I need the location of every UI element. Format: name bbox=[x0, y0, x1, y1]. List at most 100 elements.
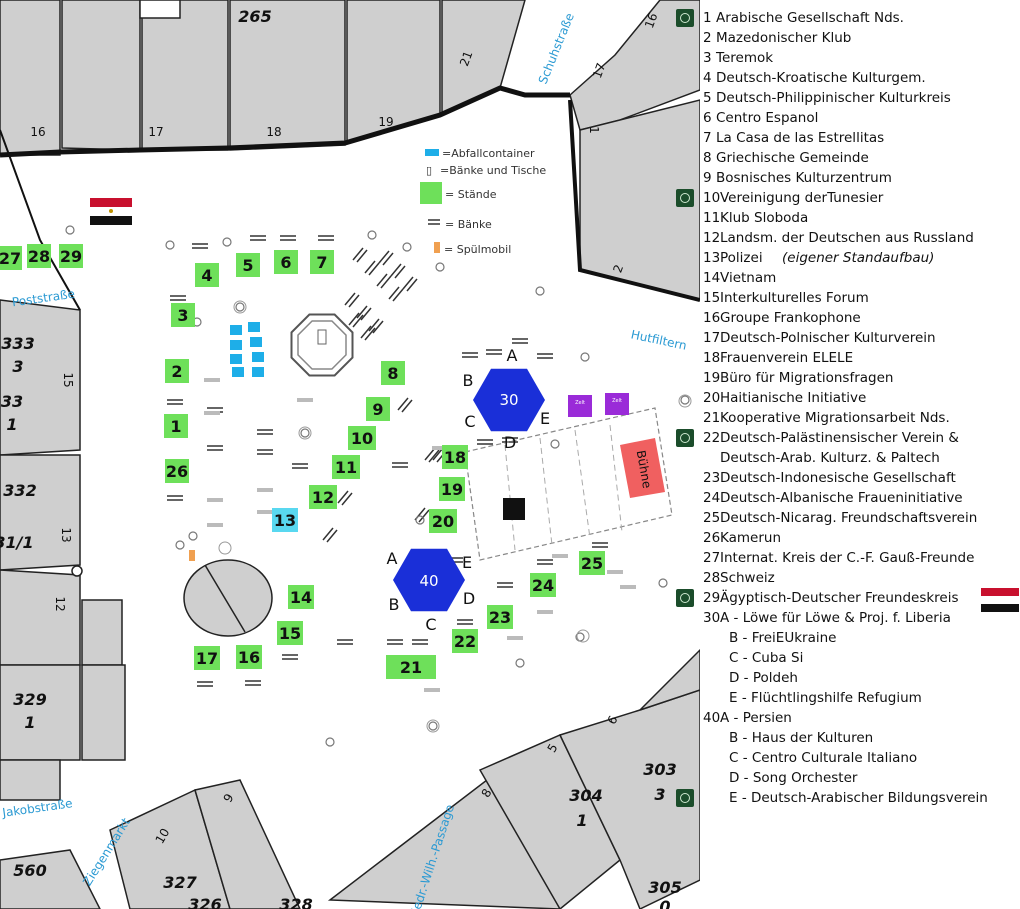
bench-table bbox=[348, 294, 360, 308]
bench-table bbox=[352, 247, 364, 261]
legend-text: Deutsch-Albanische Fraueninitiative bbox=[720, 490, 963, 506]
bench-table bbox=[428, 449, 440, 463]
legend-row: D - Poldeh bbox=[700, 668, 1020, 688]
stand-11 bbox=[332, 455, 360, 479]
legend-number: 20 bbox=[703, 390, 721, 406]
buildings bbox=[0, 0, 700, 909]
hexagon-letter: C bbox=[425, 615, 436, 634]
stand-label: 26 bbox=[166, 462, 188, 481]
mosque-icon bbox=[676, 9, 694, 27]
tree bbox=[325, 737, 335, 747]
stand-21 bbox=[386, 655, 436, 679]
flag-stripe bbox=[90, 198, 132, 207]
building bbox=[0, 849, 101, 909]
stand-label: 25 bbox=[581, 554, 603, 573]
flag-stripe bbox=[90, 216, 132, 225]
legend-text: Bosnisches Kulturzentrum bbox=[716, 170, 892, 186]
tree bbox=[222, 237, 232, 247]
mosque-icon bbox=[676, 589, 694, 607]
legend-text: Internat. Kreis der C.-F. Gauß-Freunde bbox=[720, 550, 975, 566]
bench-table bbox=[394, 265, 406, 279]
stand-label: 17 bbox=[196, 649, 218, 668]
legend-number: 23 bbox=[703, 470, 721, 486]
bench bbox=[432, 446, 448, 450]
tent-area bbox=[609, 424, 623, 533]
building bbox=[109, 788, 231, 909]
legend-row: E - Deutsch-Arabischer Bildungsverein bbox=[676, 788, 1020, 808]
legend-text: Vietnam bbox=[720, 270, 777, 286]
tent-area bbox=[504, 444, 516, 551]
bench bbox=[297, 398, 313, 402]
legend-number: 3 bbox=[703, 50, 712, 66]
stand-16 bbox=[236, 645, 262, 669]
map-boundaries bbox=[0, 85, 700, 311]
stand-6 bbox=[274, 250, 298, 274]
legend-text: C - Cuba Si bbox=[729, 650, 804, 666]
legend-text: Vereinigung derTunesier bbox=[720, 190, 884, 206]
legend-number: 22 bbox=[703, 430, 721, 446]
bench bbox=[207, 498, 223, 502]
legend-text: Deutsch-Nicarag. Freundschaftsverein bbox=[720, 510, 978, 526]
map-furniture bbox=[35, 0, 692, 747]
tree bbox=[300, 428, 310, 438]
stand-2 bbox=[165, 359, 189, 383]
building-number: 16 bbox=[30, 125, 45, 139]
stand-7 bbox=[310, 250, 334, 274]
building-number: 1 bbox=[6, 415, 17, 434]
stand-13 bbox=[272, 508, 298, 532]
bench-table bbox=[326, 529, 338, 543]
stand-23 bbox=[487, 605, 513, 629]
building-number: 12 bbox=[53, 596, 67, 611]
legend-text: D - Poldeh bbox=[729, 670, 798, 686]
festival-map: 265161718192116171233333311533231/113123… bbox=[0, 0, 700, 909]
bench-table bbox=[364, 327, 376, 341]
key-label: ▯ bbox=[426, 164, 432, 177]
waste-container bbox=[230, 340, 242, 350]
tree bbox=[218, 541, 232, 555]
tree bbox=[426, 719, 440, 733]
legend-number: 15 bbox=[703, 290, 721, 306]
tree bbox=[165, 240, 175, 250]
hexagon-letter: D bbox=[504, 433, 516, 452]
stand-12 bbox=[309, 485, 337, 509]
purple-tent-label: Zelt bbox=[575, 400, 585, 406]
legend-text: B - FreiEUkraine bbox=[729, 630, 837, 646]
bench-table bbox=[322, 527, 334, 541]
bench-table bbox=[337, 490, 349, 504]
stand-label: 20 bbox=[432, 512, 454, 531]
legend-text: Büro für Migrationsfragen bbox=[720, 370, 894, 386]
waste-container bbox=[248, 322, 260, 332]
legend-text: Teremok bbox=[716, 50, 774, 66]
legend-number: 28 bbox=[703, 570, 721, 586]
legend-text: Kooperative Migrationsarbeit Nds. bbox=[720, 410, 950, 426]
legend-text: Polizei bbox=[720, 250, 763, 266]
bench bbox=[424, 688, 440, 692]
tree bbox=[188, 531, 198, 541]
stand-label: 24 bbox=[532, 576, 554, 595]
tree bbox=[233, 300, 247, 314]
building-number: 16 bbox=[642, 11, 660, 30]
stand-4 bbox=[195, 263, 219, 287]
bench bbox=[620, 585, 636, 589]
legend-number: 18 bbox=[703, 350, 721, 366]
building-number: 1 bbox=[576, 811, 587, 830]
bench-table bbox=[364, 260, 376, 274]
legend-text: Interkulturelles Forum bbox=[720, 290, 869, 306]
legend-text: B - Haus der Kulturen bbox=[729, 730, 874, 746]
tree bbox=[235, 302, 245, 312]
legend-text: Deutsch-Indonesische Gesellschaft bbox=[720, 470, 956, 486]
bench-table bbox=[360, 307, 372, 321]
egypt-flag bbox=[981, 588, 1019, 612]
legend-number: 7 bbox=[703, 130, 712, 146]
building-number: 33 bbox=[1, 392, 23, 411]
building-number: 17 bbox=[590, 61, 608, 80]
tree bbox=[415, 515, 425, 525]
bench bbox=[552, 554, 568, 558]
